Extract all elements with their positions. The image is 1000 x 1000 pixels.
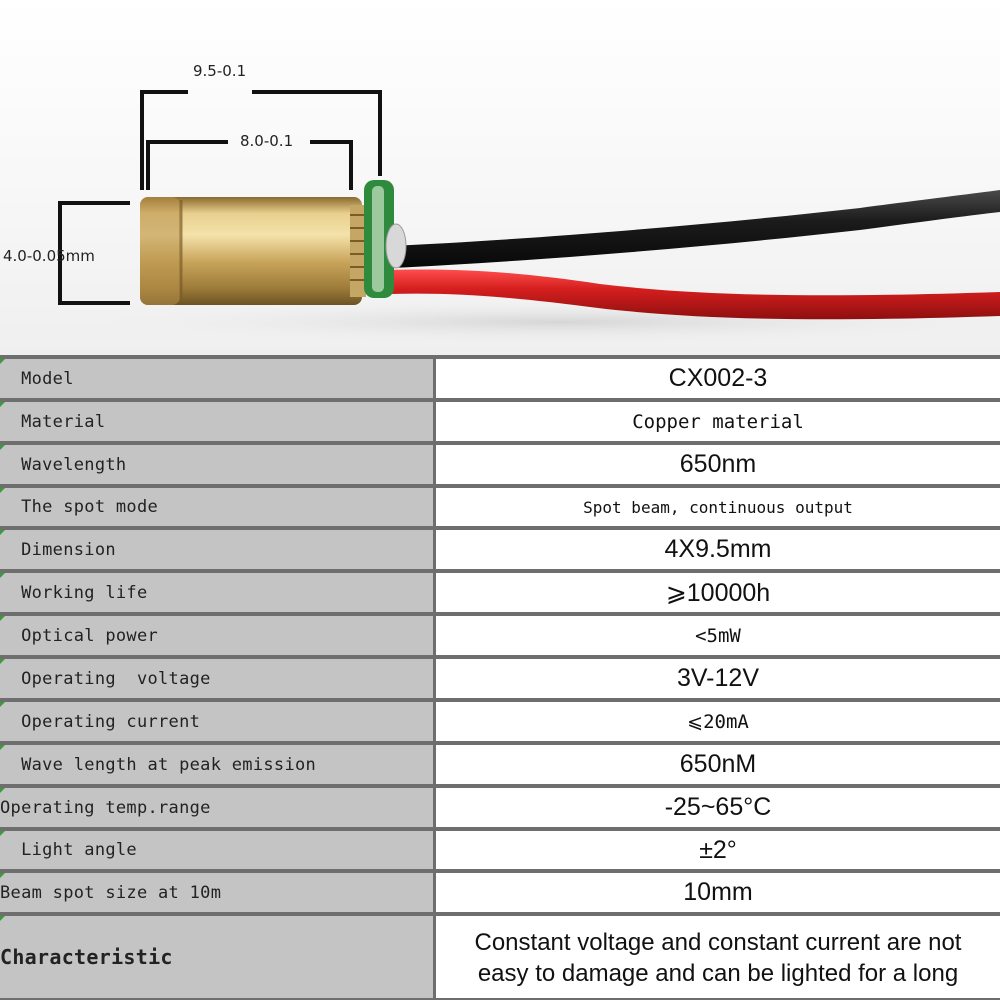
spring bbox=[350, 205, 366, 297]
spec-value: ⩽20mA bbox=[436, 702, 1000, 741]
spec-label: Operating current bbox=[0, 702, 433, 741]
spec-label: Optical power bbox=[0, 616, 433, 655]
column-divider bbox=[433, 357, 436, 1000]
table-row: Working life⩾10000h bbox=[0, 571, 1000, 614]
spec-value: Constant voltage and constant current ar… bbox=[436, 916, 1000, 998]
table-row: Operating temp.range-25~65°C bbox=[0, 786, 1000, 829]
dimension-label-barrel: 8.0-0.1 bbox=[240, 132, 294, 150]
spec-label: Material bbox=[0, 402, 433, 441]
spec-label: Beam spot size at 10m bbox=[0, 873, 433, 912]
dimension-label-diameter: 4.0-0.05mm bbox=[3, 247, 95, 265]
brass-barrel bbox=[140, 197, 362, 305]
spec-value: Copper material bbox=[436, 402, 1000, 441]
table-row: Optical power<5mW bbox=[0, 614, 1000, 657]
table-row: Operating current⩽20mA bbox=[0, 700, 1000, 743]
spec-value: 4X9.5mm bbox=[436, 530, 1000, 569]
spec-label: Operating voltage bbox=[0, 659, 433, 698]
spec-value: ±2° bbox=[436, 831, 1000, 869]
red-wire bbox=[388, 269, 1000, 320]
spec-label: The spot mode bbox=[0, 488, 433, 526]
table-top-border bbox=[0, 355, 1000, 357]
spec-label: Wave length at peak emission bbox=[0, 745, 433, 784]
spec-value: 650nm bbox=[436, 445, 1000, 484]
spec-value: <5mW bbox=[436, 616, 1000, 655]
laser-module-illustration bbox=[58, 90, 1000, 344]
dimension-lines bbox=[58, 90, 382, 305]
spec-label: Light angle bbox=[0, 831, 433, 869]
spec-value: ⩾10000h bbox=[436, 573, 1000, 612]
spec-label: Model bbox=[0, 359, 433, 398]
spec-value: 3V-12V bbox=[436, 659, 1000, 698]
spec-value: CX002-3 bbox=[436, 359, 1000, 398]
solder-joint bbox=[385, 223, 407, 269]
dimension-label-length: 9.5-0.1 bbox=[193, 62, 247, 80]
spec-label: Operating temp.range bbox=[0, 788, 433, 827]
spec-label: Wavelength bbox=[0, 445, 433, 484]
spec-value: -25~65°C bbox=[436, 788, 1000, 827]
black-wire bbox=[390, 190, 1000, 268]
spec-value: 650nM bbox=[436, 745, 1000, 784]
spec-value: Spot beam, continuous output bbox=[436, 488, 1000, 526]
product-photo: 9.5-0.1 8.0-0.1 4.0-0.05mm bbox=[0, 0, 1000, 355]
spec-label: Working life bbox=[0, 573, 433, 612]
spec-value: 10mm bbox=[436, 873, 1000, 912]
spec-label: Dimension bbox=[0, 530, 433, 569]
table-row: Light angle±2° bbox=[0, 829, 1000, 871]
spec-label: Characteristic bbox=[0, 916, 433, 998]
